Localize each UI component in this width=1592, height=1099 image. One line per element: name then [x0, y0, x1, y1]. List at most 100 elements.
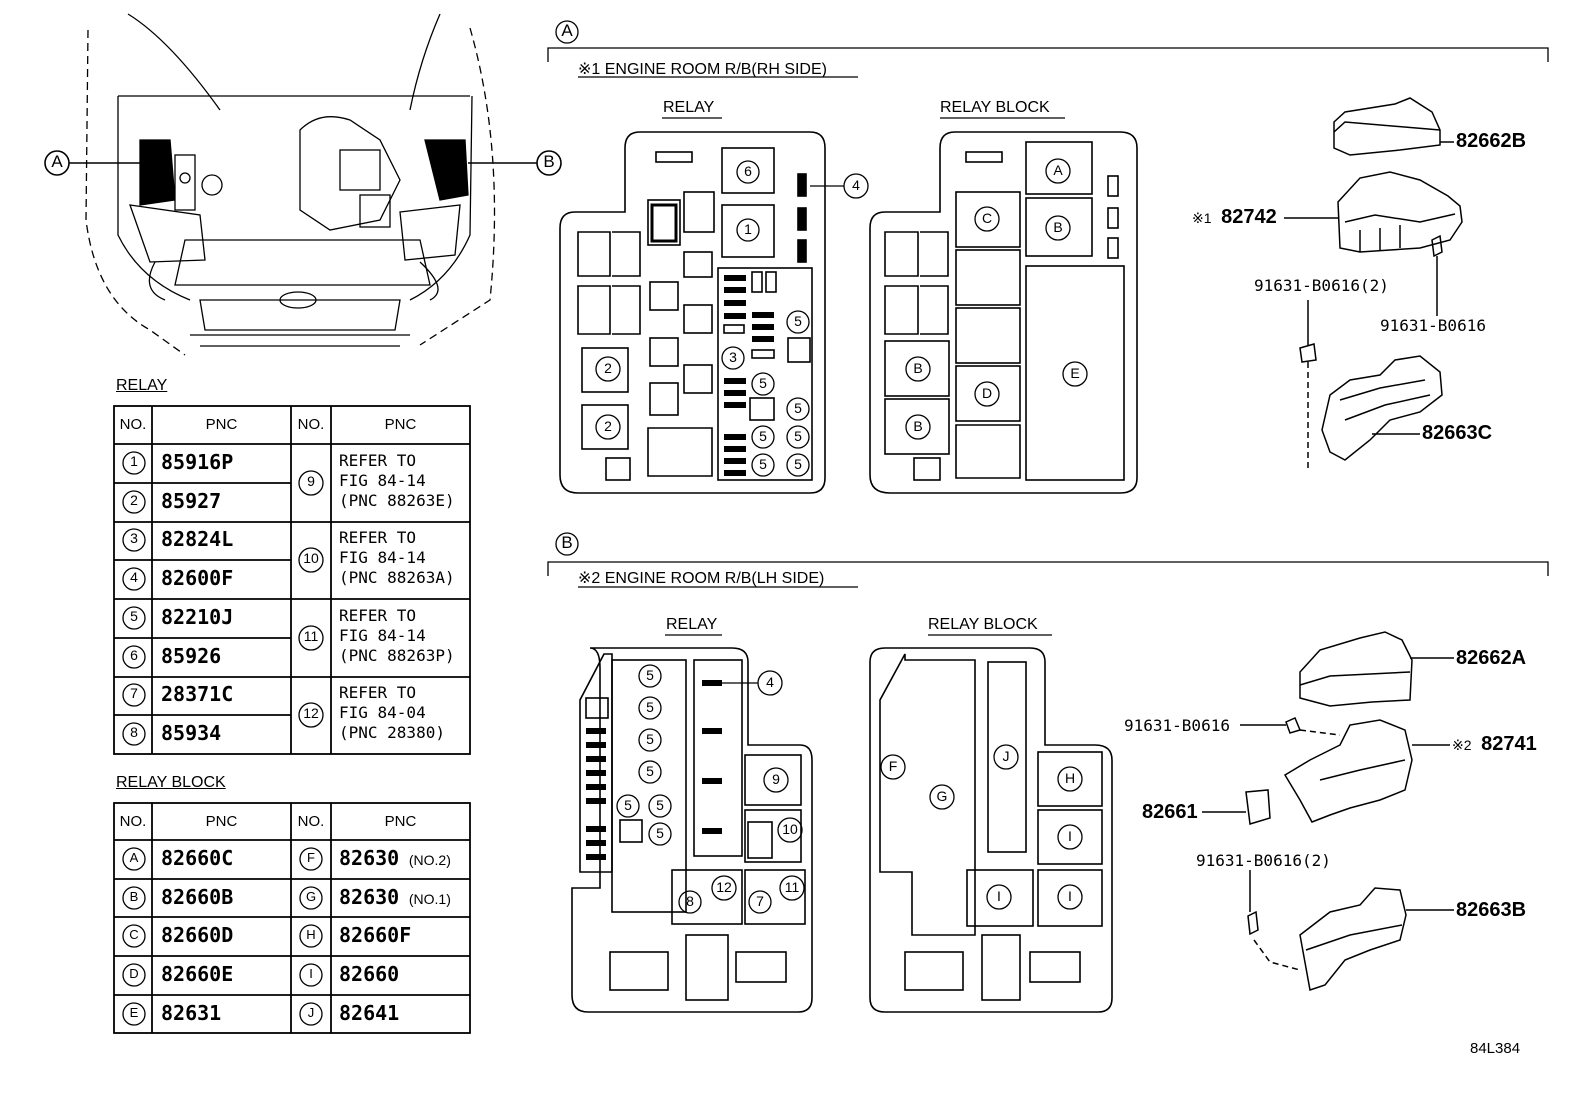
rb-left-4-no: D — [129, 966, 139, 981]
relay-table-number-circles — [122, 451, 324, 746]
b-block-H: H — [1064, 770, 1076, 786]
rb-right-4-pnc: 82660 — [339, 962, 400, 986]
part-82742-label: ※1 82742 — [1192, 206, 1277, 229]
relay-row-4-pnc: 82600F — [161, 566, 234, 590]
a-block-B1: B — [1053, 219, 1063, 235]
a-relay-5e: 5 — [794, 428, 802, 444]
relay-block-header-no-2: NO. — [297, 813, 325, 830]
rb-right-1-pnc: 82630 — [339, 846, 400, 870]
relay-ref-10-line3: (PNC 88263A) — [339, 568, 455, 587]
section-b-frame — [547, 532, 1549, 636]
rb-right-3-pnc: 82660F — [339, 923, 412, 947]
section-a-relay-box — [559, 131, 826, 494]
relay-table-header-pnc-2: PNC — [384, 416, 417, 433]
relay-ref-11-line3: (PNC 88263P) — [339, 646, 455, 665]
section-a-relay-block-circles — [905, 158, 1088, 440]
part-82662b-label: 82662B — [1456, 130, 1527, 152]
section-b-relay-box — [571, 647, 813, 1013]
section-b-relay-block-label: RELAY BLOCK — [928, 616, 1038, 633]
part-82662a-label: 82662A — [1456, 647, 1527, 669]
relay-row-1-no: 1 — [130, 453, 138, 469]
a-relay-5b: 5 — [759, 375, 767, 391]
a-relay-1: 1 — [744, 221, 752, 237]
rb-left-1-pnc: 82660C — [161, 846, 234, 870]
b-relay-7: 7 — [756, 893, 764, 909]
relay-ref-9-no: 9 — [307, 473, 315, 489]
rb-right-1-no: F — [307, 850, 315, 865]
part-82663b-label: 82663B — [1456, 899, 1527, 921]
part-82663c-label: 82663C — [1422, 422, 1493, 444]
a-relay-5f: 5 — [759, 456, 767, 472]
relay-ref-9-line3: (PNC 88263E) — [339, 491, 455, 510]
b-relay-5c: 5 — [646, 731, 654, 747]
part-82742-mark: ※1 — [1192, 210, 1212, 226]
vehicle-engine-bay-illustration — [85, 13, 496, 356]
bolt-pair-b-label: 91631-B0616(2) — [1196, 851, 1331, 870]
relay-ref-12-text: REFER TO FIG 84-04 (PNC 28380) — [339, 683, 445, 743]
relay-table-title: RELAY — [116, 377, 168, 394]
b-relay-4-callout: 4 — [766, 674, 774, 690]
relay-ref-10-line2: FIG 84-14 — [339, 548, 426, 567]
b-block-I2: I — [997, 888, 1001, 904]
bolt-single-a-label: 91631-B0616 — [1380, 316, 1486, 335]
relay-ref-11-line1: REFER TO — [339, 606, 417, 625]
relay-row-3-no: 3 — [130, 530, 138, 546]
a-relay-4-callout: 4 — [852, 177, 860, 193]
b-relay-8: 8 — [686, 893, 694, 909]
b-relay-5g: 5 — [656, 825, 664, 841]
b-relay-5e: 5 — [624, 797, 632, 813]
relay-ref-9-line2: FIG 84-14 — [339, 471, 426, 490]
vehicle-callout-b: B — [543, 152, 555, 171]
section-a-relay-circles — [595, 160, 869, 477]
part-82741-number: 82741 — [1481, 733, 1537, 755]
relay-row-8-pnc: 85934 — [161, 721, 222, 745]
b-relay-12: 12 — [716, 879, 732, 895]
section-a-relay-label: RELAY — [663, 99, 715, 116]
a-relay-5g: 5 — [794, 456, 802, 472]
relay-block-header-pnc: PNC — [205, 813, 238, 830]
callout-a-vehicle — [44, 150, 140, 176]
a-relay-5c: 5 — [794, 400, 802, 416]
relay-ref-10-no: 10 — [303, 550, 319, 566]
rb-right-2-note: (NO.1) — [408, 891, 451, 907]
b-relay-5f: 5 — [656, 797, 664, 813]
relay-ref-12-no: 12 — [303, 705, 319, 721]
b-relay-5d: 5 — [646, 763, 654, 779]
diagram-id: 84L384 — [1470, 1040, 1521, 1057]
a-block-B3: B — [913, 418, 923, 434]
bolt-pair-a-label: 91631-B0616(2) — [1254, 276, 1389, 295]
section-a-marker: A — [561, 21, 573, 40]
a-relay-2b: 2 — [604, 418, 612, 434]
b-block-F: F — [888, 758, 898, 774]
rb-right-2: 82630 (NO.1) — [339, 885, 451, 909]
part-82741-mark: ※2 — [1452, 737, 1472, 753]
rb-left-5-pnc: 82631 — [161, 1001, 222, 1025]
b-relay-5a: 5 — [646, 667, 654, 683]
relay-block-table-letter-circles — [122, 847, 323, 1026]
rb-left-1-no: A — [129, 850, 139, 865]
section-a-relay-block-label: RELAY BLOCK — [940, 99, 1050, 116]
a-block-E: E — [1070, 365, 1080, 381]
b-block-I1: I — [1068, 828, 1072, 844]
a-relay-5d: 5 — [759, 428, 767, 444]
relay-ref-9-text: REFER TO FIG 84-14 (PNC 88263E) — [339, 451, 455, 511]
section-b-heading: ※2 ENGINE ROOM R/B(LH SIDE) — [578, 570, 825, 587]
rb-left-5-no: E — [129, 1005, 139, 1020]
relay-table-header-no-2: NO. — [297, 416, 325, 433]
section-b-relay-label: RELAY — [666, 616, 718, 633]
callout-b-vehicle — [468, 150, 562, 176]
rb-right-5-pnc: 82641 — [339, 1001, 400, 1025]
relay-block-table-title: RELAY BLOCK — [116, 774, 226, 791]
relay-ref-10-text: REFER TO FIG 84-14 (PNC 88263A) — [339, 528, 455, 588]
rb-right-1-note: (NO.2) — [408, 852, 451, 868]
part-82741-label: ※2 82741 — [1452, 733, 1537, 756]
b-relay-9: 9 — [772, 771, 780, 787]
relay-row-8-no: 8 — [130, 724, 138, 740]
rb-right-3-no: H — [306, 927, 316, 942]
b-block-I3: I — [1068, 888, 1072, 904]
relay-ref-10-line1: REFER TO — [339, 528, 417, 547]
part-82661-label: 82661 — [1142, 801, 1198, 823]
a-relay-5a: 5 — [794, 313, 802, 329]
rb-left-2-pnc: 82660B — [161, 885, 234, 909]
rb-left-3-pnc: 82660D — [161, 923, 234, 947]
